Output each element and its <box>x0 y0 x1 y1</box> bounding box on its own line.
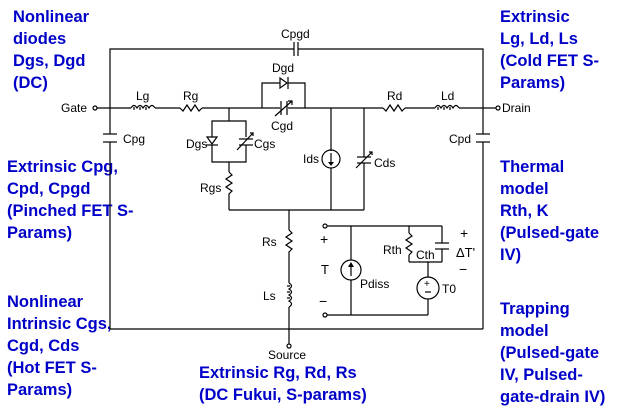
rth-label: Rth <box>383 243 402 257</box>
drain-label: Drain <box>502 101 531 115</box>
rg-resistor <box>179 103 203 113</box>
drain-terminal[interactable] <box>495 105 501 111</box>
thermal-minus-right: − <box>459 261 467 277</box>
gate-label: Gate <box>61 101 87 115</box>
thermal-plus-right: + <box>460 225 468 241</box>
delta-t-label: ΔT' <box>456 245 475 260</box>
annotation-nonlinear-diodes: Nonlinear diodes Dgs, Dgd (DC) <box>13 8 90 92</box>
cth-capacitor <box>435 242 449 250</box>
lg-inductor <box>130 104 156 110</box>
dgd-diode <box>278 76 289 90</box>
ls-label: Ls <box>263 289 276 303</box>
t0-plus: + <box>424 279 430 290</box>
ls-inductor <box>287 282 293 308</box>
cgd-variable-capacitor <box>274 100 293 117</box>
thermal-subcircuit <box>322 223 443 318</box>
rd-resistor <box>382 103 406 113</box>
cgs-label: Cgs <box>254 137 275 151</box>
source-terminal[interactable] <box>286 343 292 349</box>
cpd-capacitor <box>476 133 490 143</box>
cth-label: Cth <box>416 248 435 262</box>
cpgd-label: Cpgd <box>281 27 310 41</box>
pdiss-current-source <box>340 259 362 281</box>
ld-label: Ld <box>441 89 454 103</box>
dgs-label: Dgs <box>186 137 207 151</box>
ids-label: Ids <box>303 152 319 166</box>
rgs-resistor <box>224 171 234 202</box>
source-label: Source <box>268 348 306 362</box>
pdiss-label: Pdiss <box>360 277 389 291</box>
thermal-minus-left: − <box>319 293 327 309</box>
cgs-variable-capacitor <box>236 132 254 151</box>
cpg-capacitor <box>103 133 117 143</box>
rs-label: Rs <box>262 235 277 249</box>
ids-current-source <box>321 149 341 169</box>
rg-label: Rg <box>183 89 198 103</box>
annotation-trapping-model: Trapping model (Pulsed-gate IV, Pulsed- … <box>500 300 606 406</box>
cds-label: Cds <box>374 156 395 170</box>
annotation-thermal-model: Thermal model Rth, K (Pulsed-gate IV) <box>500 158 600 264</box>
rs-resistor <box>284 229 294 255</box>
cgd-label: Cgd <box>271 119 293 133</box>
annotation-extrinsic-capacitors: Extrinsic Cpg, Cpd, Cpgd (Pinched FET S-… <box>7 158 134 242</box>
cpgd-capacitor <box>293 42 299 56</box>
dgs-diode <box>205 136 219 146</box>
ld-inductor <box>434 104 460 110</box>
thermal-t-label: T <box>321 262 329 277</box>
annotation-nonlinear-intrinsic-caps: Nonlinear Intrinsic Cgs, Cgd, Cds (Hot F… <box>7 293 112 399</box>
cpd-label: Cpd <box>449 132 471 146</box>
rd-label: Rd <box>387 89 402 103</box>
outer-box <box>109 48 484 330</box>
cpg-label: Cpg <box>123 132 145 146</box>
thermal-plus-left: + <box>320 231 328 247</box>
rth-resistor <box>404 232 414 256</box>
annotation-extrinsic-inductors: Extrinsic Lg, Ld, Ls (Cold FET S- Params… <box>500 8 599 92</box>
rgs-label: Rgs <box>200 181 221 195</box>
dgd-label: Dgd <box>272 61 294 75</box>
lg-label: Lg <box>136 89 149 103</box>
t0-voltage-source: + <box>416 276 440 300</box>
gate-terminal[interactable] <box>92 105 98 111</box>
t0-label: T0 <box>442 282 456 296</box>
annotation-extrinsic-resistors: Extrinsic Rg, Rd, Rs (DC Fukui, S-params… <box>199 364 367 404</box>
